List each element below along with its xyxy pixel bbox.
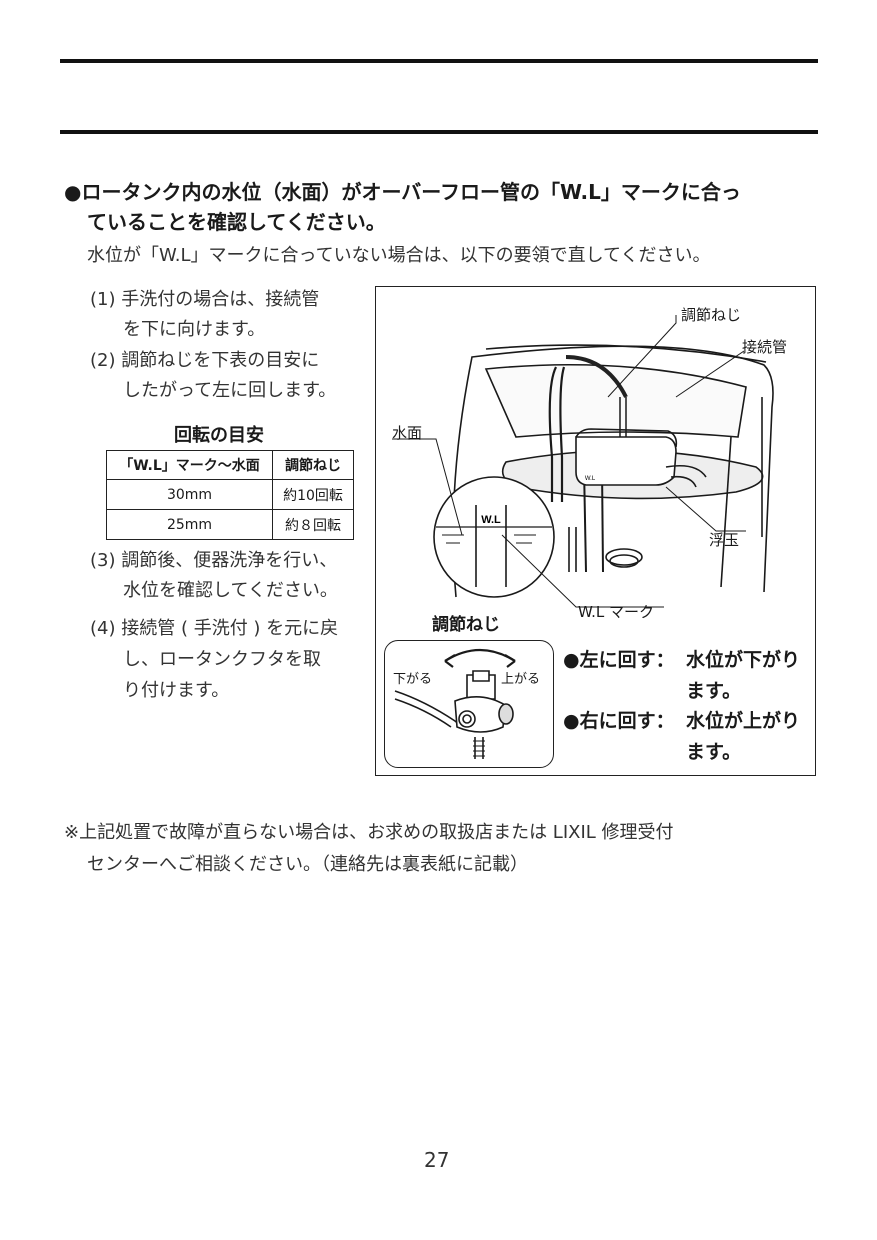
heading-line2: ていることを確認してください。 [87,210,386,234]
step-4-num: (4) [90,618,116,639]
table-row: 30mm 約10回転 [106,479,354,510]
step-3: (3) 調節後、便器洗浄を行い、 水位を確認してください。 [90,546,338,606]
heading-line1: ●ロータンク内の水位（水面）がオーバーフロー管の「W.L」マークに合っ [64,176,741,205]
label-down: 下がる [393,672,433,687]
screw-rotation-illustration [394,649,516,759]
step-2: (2) 調節ねじを下表の目安に したがって左に回します。 [90,346,336,406]
intro-text: 水位が「W.L」マークに合っていない場合は、以下の要領で直してください。 [87,245,711,266]
step-3-num: (3) [90,550,116,571]
table-row: 25mm 約８回転 [106,509,354,540]
rotate-left-label: ●左に回す： [563,645,675,672]
rotate-right-bullet: ● [563,710,580,732]
table-cell-distance: 30mm [106,479,273,510]
rotate-right-result: 水位が上がり [686,710,801,732]
step-1-text2: を下に向けます。 [123,319,266,340]
rotate-right-label: ●右に回す： [563,706,675,733]
step-2-text2: したがって左に回します。 [123,380,337,401]
rotate-left-result2: ます。 [686,680,742,702]
top-rule [60,59,818,63]
label-float: 浮玉 [709,531,740,549]
label-adjust-screw: 調節ねじ [681,306,742,324]
step-2-num: (2) [90,350,116,371]
step-3-text2: 水位を確認してください。 [123,580,338,601]
table-cell-distance: 25mm [106,509,273,540]
step-1: (1) 手洗付の場合は、接続管 を下に向けます。 [90,285,319,345]
rotate-left-result: 水位が下がり [686,649,801,671]
step-4: (4) 接続管 ( 手洗付 ) を元に戻 し、ロータンクフタを取 り付けます。 [90,613,338,706]
step-4-text2: し、ロータンクフタを取 [123,649,321,670]
rotate-right-text: 右に回す： [579,710,675,732]
table-cell-turns: 約８回転 [272,509,354,540]
label-up: 上がる [501,672,541,687]
rotate-left-bullet: ● [563,649,580,671]
section-rule [60,130,818,134]
inset-title: 調節ねじ [432,615,500,635]
note-line2: センターへご相談ください。（連絡先は裏表紙に記載） [87,854,528,875]
tank-figure-frame [375,286,816,776]
rotation-guide-table: 「W.L」マーク～水面 調節ねじ 30mm 約10回転 25mm 約８回転 [106,450,354,540]
screw-inset-frame [384,640,554,768]
step-4-text3: り付けます。 [123,680,230,701]
label-wl-mark: W.L マーク [578,603,655,621]
page-number: 27 [424,1148,450,1172]
tank-illustration: W.L W.L [392,315,774,608]
step-1-num: (1) [90,289,116,310]
table-header-distance: 「W.L」マーク～水面 [106,450,273,480]
heading-bullet: ● [64,180,82,204]
label-water-surface: 水面 [392,424,423,442]
step-4-text: 接続管 ( 手洗付 ) を元に戻 [121,618,339,639]
note-line1: ※上記処置で故障が直らない場合は、お求めの取扱店または LIXIL 修理受付 [64,822,674,843]
label-connection-pipe: 接続管 [742,338,788,356]
figure-wl-small: W.L [585,476,596,482]
step-2-text: 調節ねじを下表の目安に [121,350,320,371]
rotate-right-result2: ます。 [686,741,742,763]
table-cell-turns: 約10回転 [272,479,354,510]
heading-text-1: ロータンク内の水位（水面）がオーバーフロー管の「W.L」マークに合っ [81,180,741,204]
table-header-screw: 調節ねじ [272,450,354,480]
step-1-text: 手洗付の場合は、接続管 [121,289,320,310]
table-title: 回転の目安 [174,425,264,446]
table-header-row: 「W.L」マーク～水面 調節ねじ [106,450,354,480]
rotate-left-text: 左に回す： [579,649,675,671]
figure-wl-text: W.L [481,514,501,526]
step-3-text: 調節後、便器洗浄を行い、 [121,550,338,571]
